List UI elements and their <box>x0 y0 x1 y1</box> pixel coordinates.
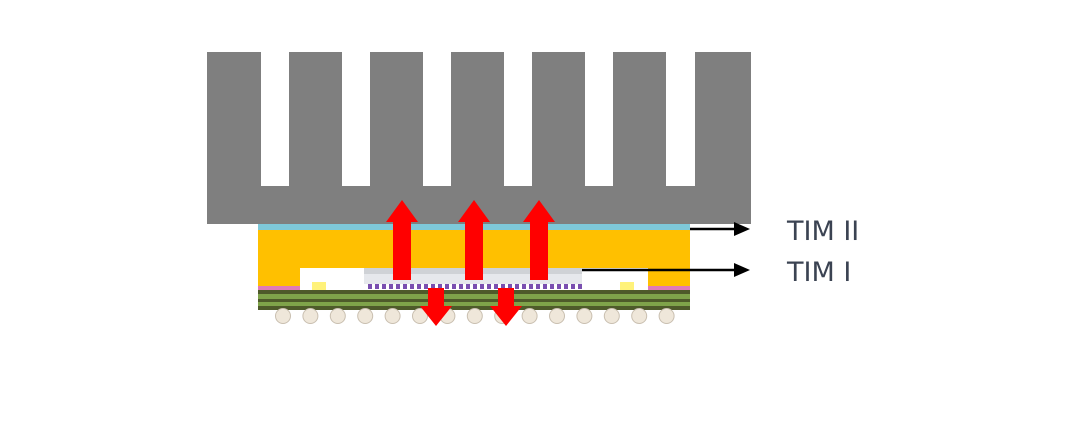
substrate-layer <box>258 290 690 294</box>
substrate-layer <box>258 306 690 310</box>
solder-ball <box>357 308 374 324</box>
micro-bump <box>529 284 533 289</box>
micro-bump <box>557 284 561 289</box>
micro-bump <box>543 284 547 289</box>
passive-component <box>312 282 326 290</box>
arrow-down-icon <box>420 288 452 326</box>
solder-ball <box>275 308 291 324</box>
arrow-down-icon <box>490 288 522 326</box>
adhesive-pad-left <box>258 286 300 292</box>
arrow-up-icon <box>458 200 490 280</box>
micro-bump <box>403 284 407 289</box>
micro-bump <box>431 284 435 289</box>
tim-ii-pointer <box>690 222 750 236</box>
micro-bump <box>501 284 505 289</box>
micro-bump <box>578 284 582 289</box>
heatsink-fin <box>532 52 585 188</box>
micro-bump <box>389 284 393 289</box>
heatsink-fin <box>613 52 666 188</box>
solder-ball <box>549 308 565 324</box>
heatsink-fin <box>289 52 342 188</box>
micro-bump <box>417 284 421 289</box>
arrow-up-icon <box>523 200 555 280</box>
micro-bump <box>452 284 456 289</box>
lid-left-wall <box>258 266 300 286</box>
heat-flow-up-arrows <box>386 200 555 280</box>
solder-ball <box>603 308 620 324</box>
micro-bump <box>445 284 449 289</box>
solder-ball <box>302 308 319 324</box>
micro-bump <box>508 284 512 289</box>
substrate <box>258 290 690 310</box>
micro-bump <box>410 284 414 289</box>
micro-bump <box>564 284 568 289</box>
heatsink-fin <box>207 52 261 188</box>
arrow-right-icon <box>734 222 750 236</box>
heatsink-fin <box>370 52 423 188</box>
micro-bumps <box>368 284 582 289</box>
micro-bump <box>466 284 470 289</box>
heatsink-fin <box>695 52 751 188</box>
micro-bump <box>396 284 400 289</box>
solder-ball <box>329 308 346 324</box>
micro-bump <box>473 284 477 289</box>
micro-bump <box>550 284 554 289</box>
arrow-right-icon <box>734 263 750 277</box>
solder-ball <box>658 308 675 324</box>
solder-ball <box>631 308 648 324</box>
micro-bump <box>522 284 526 289</box>
micro-bump <box>494 284 498 289</box>
solder-ball <box>521 308 538 324</box>
heatsink <box>207 52 751 224</box>
micro-bump <box>571 284 575 289</box>
tim-i-pointer <box>582 263 750 277</box>
arrow-up-icon <box>386 200 418 280</box>
passive-component <box>620 282 634 290</box>
micro-bump <box>424 284 428 289</box>
micro-bump <box>459 284 463 289</box>
micro-bump <box>368 284 372 289</box>
tim-ii-label: TIM II <box>786 216 859 247</box>
substrate-layer <box>258 302 690 306</box>
micro-bump <box>438 284 442 289</box>
micro-bump <box>375 284 379 289</box>
solder-balls <box>275 308 675 324</box>
heat-flow-down-arrows <box>420 288 522 326</box>
substrate-layer <box>258 299 690 302</box>
micro-bump <box>382 284 386 289</box>
substrate-layer <box>258 294 690 299</box>
micro-bump <box>487 284 491 289</box>
micro-bump <box>536 284 540 289</box>
adhesive-pad-right <box>648 286 690 292</box>
solder-ball <box>384 308 401 324</box>
micro-bump <box>480 284 484 289</box>
heatsink-fin <box>451 52 504 188</box>
solder-ball <box>412 308 428 324</box>
solder-ball <box>576 308 593 324</box>
solder-ball <box>466 308 483 324</box>
micro-bump <box>515 284 519 289</box>
tim-i-label: TIM I <box>786 257 851 288</box>
